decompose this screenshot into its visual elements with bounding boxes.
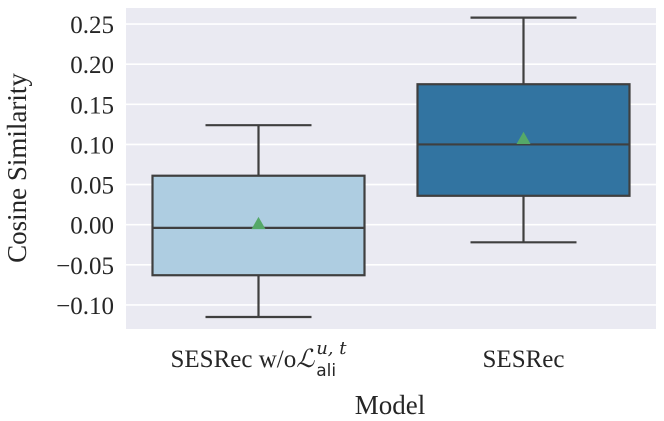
mean-marker	[516, 131, 531, 145]
y-tick-label: 0.20	[70, 52, 114, 79]
y-tick-labels: −0.10 −0.05 0.00 0.05 0.10 0.15 0.20 0.25	[56, 12, 114, 320]
y-tick-label: 0.05	[70, 173, 114, 200]
category-text: SESRec w/o	[171, 346, 297, 373]
box-1	[151, 124, 366, 319]
y-tick-label: −0.05	[56, 253, 114, 280]
math-symbol: ℒ	[296, 344, 315, 373]
y-tick-label: 0.00	[70, 213, 114, 240]
boxes	[151, 16, 631, 319]
x-axis-label: Model	[355, 390, 426, 420]
math-superscript: u, t	[316, 338, 347, 359]
mean-marker	[251, 216, 266, 230]
y-tick-label: 0.15	[70, 92, 114, 119]
box-2	[416, 16, 631, 244]
y-tick-label: 0.10	[70, 132, 114, 159]
x-category-label: SESRec	[483, 346, 565, 373]
math-subscript: ali	[316, 361, 336, 381]
y-tick-label: −0.10	[56, 293, 114, 320]
y-tick-label: 0.25	[70, 12, 114, 39]
y-axis-label: Cosine Similarity	[2, 73, 32, 263]
